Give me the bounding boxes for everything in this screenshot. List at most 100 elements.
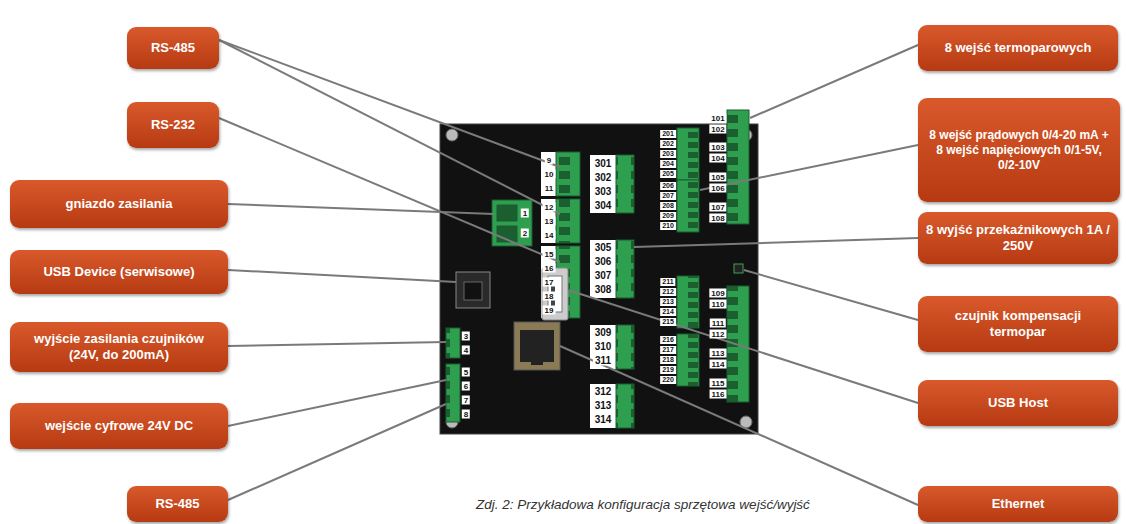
terminal-number: 105 — [709, 173, 726, 182]
terminal-number: 202 — [660, 140, 676, 148]
callout-text: czujnik kompensacji termopar — [926, 308, 1110, 340]
terminal-number: 304 — [593, 200, 614, 211]
terminal-number: 113 — [710, 349, 727, 358]
terminal-number: 2 — [521, 229, 529, 238]
terminal-number: 309 — [593, 327, 614, 338]
terminal-number: 307 — [593, 270, 614, 281]
callout-box: czujnik kompensacji termopar — [918, 296, 1118, 352]
terminal-number: 217 — [660, 346, 676, 354]
callout-text: Ethernet — [992, 496, 1045, 512]
terminal-number: 201 — [660, 130, 676, 138]
terminal-number: 102 — [709, 125, 726, 134]
callout-box: RS-485 — [127, 486, 228, 522]
terminal-blocks — [446, 110, 749, 428]
terminal-number: 14 — [543, 231, 556, 240]
terminal-number: 103 — [709, 143, 726, 152]
terminal-number: 209 — [660, 212, 676, 220]
terminal-number: 301 — [593, 158, 614, 169]
terminal-number: 107 — [709, 203, 726, 212]
terminal-number: 206 — [660, 182, 676, 190]
terminal-number: 308 — [593, 284, 614, 295]
terminal-number: 15 — [543, 250, 556, 259]
terminal-number: 314 — [593, 414, 614, 425]
callout-box: RS-485 — [127, 27, 219, 69]
callout-box: 8 wejść termoparowych — [918, 25, 1118, 71]
terminal-number: 6 — [462, 382, 470, 391]
callout-text: USB Device (serwisowe) — [43, 264, 194, 280]
terminal-number: 9 — [545, 156, 553, 165]
terminal-number: 216 — [660, 336, 676, 344]
terminal-number: 302 — [593, 172, 614, 183]
callout-text: RS-485 — [155, 496, 199, 512]
terminal-number: 208 — [660, 202, 676, 210]
ethernet-port — [514, 322, 560, 370]
terminal-number: 109 — [709, 289, 726, 298]
terminal-number: 12 — [543, 203, 556, 212]
terminal-number: 305 — [593, 242, 614, 253]
terminal-number: 220 — [660, 376, 676, 384]
callout-text: wejście cyfrowe 24V DC — [45, 418, 193, 434]
terminal-number: 8 — [462, 410, 470, 419]
terminal-number: 306 — [593, 256, 614, 267]
terminal-number: 218 — [660, 356, 676, 364]
terminal-number: 313 — [593, 400, 614, 411]
callout-text: gniazdo zasilania — [66, 196, 173, 212]
terminal-number: 207 — [660, 192, 676, 200]
usb-host-port — [542, 268, 568, 320]
terminal-number: 114 — [710, 360, 727, 369]
screws — [446, 129, 752, 428]
figure-caption: Zdj. 2: Przykładowa konfiguracja sprzęto… — [476, 497, 810, 512]
terminal-number: 101 — [709, 114, 726, 123]
terminal-number: 204 — [660, 160, 676, 168]
callout-text: 8 wyjść przekaźnikowych 1A / 250V — [926, 222, 1110, 254]
terminal-number: 214 — [660, 308, 676, 316]
terminal-number: 7 — [462, 396, 470, 405]
callout-text: wyjście zasilania czujników (24V, do 200… — [18, 331, 220, 363]
terminal-number: 5 — [462, 368, 470, 377]
callout-box: 8 wejść prądowych 0/4-20 mA + 8 wejść na… — [918, 98, 1120, 202]
callout-text: RS-485 — [151, 40, 195, 56]
terminal-number: 205 — [660, 170, 676, 178]
terminal-number: 104 — [709, 154, 726, 163]
callout-box: USB Device (serwisowe) — [10, 250, 228, 294]
terminal-number: 13 — [543, 217, 556, 226]
terminal-number: 311 — [593, 355, 613, 366]
callout-box: gniazdo zasilania — [10, 180, 228, 228]
terminal-number: 213 — [660, 298, 676, 306]
compensation-sensor — [734, 264, 743, 273]
terminal-number: 219 — [660, 366, 676, 374]
terminal-number: 203 — [660, 150, 676, 158]
callout-box: wejście cyfrowe 24V DC — [10, 403, 228, 449]
callout-text: RS-232 — [151, 117, 195, 133]
terminal-number: 303 — [593, 186, 614, 197]
callout-text: USB Host — [988, 395, 1048, 411]
terminal-number: 10 — [543, 170, 556, 179]
terminal-number: 112 — [710, 330, 727, 339]
terminal-number: 4 — [462, 346, 470, 355]
terminal-number: 110 — [710, 300, 727, 309]
callout-box: USB Host — [918, 380, 1118, 426]
callout-text: 8 wejść prądowych 0/4-20 mA + 8 wejść na… — [926, 128, 1112, 173]
callout-box: Ethernet — [918, 486, 1118, 522]
leader-lines — [219, 40, 918, 505]
terminal-number: 210 — [660, 222, 676, 230]
terminal-number: 1 — [521, 209, 529, 218]
callout-box: wyjście zasilania czujników (24V, do 200… — [10, 322, 228, 372]
panel-body — [440, 124, 758, 434]
terminal-number: 215 — [660, 318, 676, 326]
terminal-number: 312 — [593, 386, 614, 397]
terminal-number: 108 — [709, 214, 726, 223]
terminal-number: 111 — [710, 319, 726, 328]
terminal-number: 17 — [543, 278, 556, 287]
usb-device-port — [456, 272, 490, 308]
terminal-number: 11 — [543, 184, 555, 193]
terminal-number: 19 — [543, 306, 556, 315]
terminal-number: 211 — [660, 278, 675, 286]
terminal-number: 18 — [543, 292, 556, 301]
terminal-number: 310 — [593, 341, 614, 352]
callout-box: 8 wyjść przekaźnikowych 1A / 250V — [918, 212, 1118, 264]
terminal-number: 106 — [709, 184, 726, 193]
terminal-number: 3 — [462, 332, 470, 341]
terminal-number: 116 — [710, 390, 727, 399]
callout-text: 8 wejść termoparowych — [945, 40, 1092, 56]
